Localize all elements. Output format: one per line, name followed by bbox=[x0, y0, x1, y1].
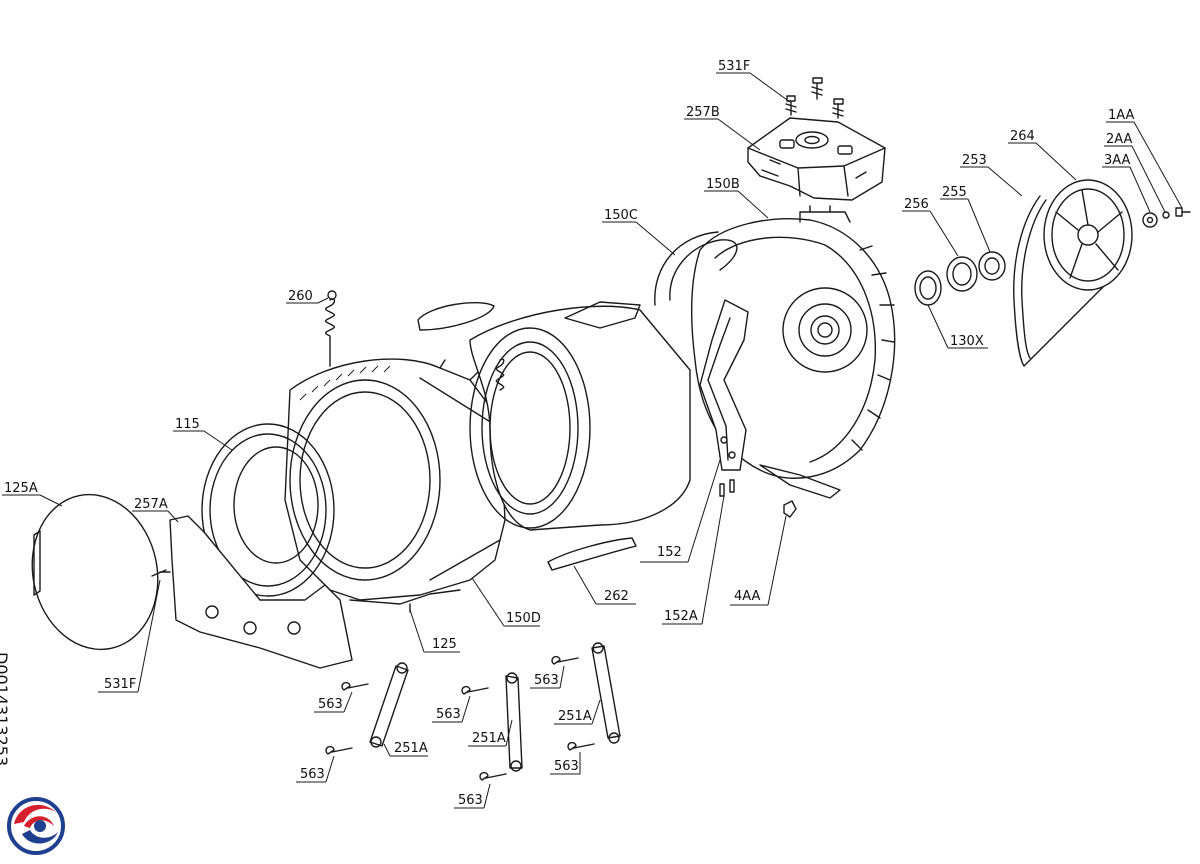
drive-belt-253 bbox=[1013, 195, 1111, 367]
svg-text:130X: 130X bbox=[950, 334, 984, 349]
screws-152A bbox=[719, 479, 735, 497]
screw-531F-top bbox=[785, 77, 844, 119]
svg-text:150D: 150D bbox=[506, 611, 541, 626]
svg-text:563: 563 bbox=[436, 707, 461, 722]
callout-251A-b: 251A bbox=[468, 719, 513, 747]
svg-text:264: 264 bbox=[1010, 129, 1035, 144]
brand-logo bbox=[7, 797, 65, 855]
callout-257A: 257A bbox=[132, 497, 179, 523]
svg-text:1AA: 1AA bbox=[1108, 108, 1135, 123]
callout-1AA: 1AA bbox=[1106, 108, 1183, 209]
svg-text:257A: 257A bbox=[134, 497, 168, 512]
callout-150B: 150B bbox=[704, 177, 769, 219]
svg-text:D0014313253: D0014313253 bbox=[0, 652, 11, 766]
hub-fasteners bbox=[1142, 207, 1191, 228]
callout-563-d: 563 bbox=[454, 783, 491, 809]
callout-260: 260 bbox=[286, 289, 329, 304]
drum bbox=[417, 301, 691, 531]
callout-563-e: 563 bbox=[530, 665, 565, 689]
svg-text:251A: 251A bbox=[472, 731, 506, 746]
svg-text:4AA: 4AA bbox=[734, 589, 761, 604]
spring-260 bbox=[324, 290, 337, 367]
screws-563 bbox=[325, 655, 595, 781]
bearings bbox=[914, 251, 1006, 306]
counterweight-257B bbox=[747, 117, 886, 201]
callout-531F-top: 531F bbox=[716, 59, 791, 103]
callout-563-b: 563 bbox=[296, 755, 335, 783]
callout-115: 115 bbox=[173, 417, 233, 451]
callout-2AA: 2AA bbox=[1104, 132, 1166, 213]
callout-130X: 130X bbox=[927, 304, 988, 349]
svg-text:531F: 531F bbox=[718, 59, 750, 74]
svg-text:251A: 251A bbox=[558, 709, 592, 724]
svg-text:257B: 257B bbox=[686, 105, 720, 120]
callout-563-a: 563 bbox=[314, 691, 353, 713]
callout-251A-a: 251A bbox=[383, 741, 428, 757]
callout-256: 256 bbox=[902, 197, 959, 257]
callout-152: 152 bbox=[640, 459, 721, 563]
svg-text:563: 563 bbox=[300, 767, 325, 782]
svg-text:563: 563 bbox=[318, 697, 343, 712]
callout-563-c: 563 bbox=[432, 695, 471, 723]
callout-531F-bottom: 531F bbox=[98, 579, 161, 693]
callout-262: 262 bbox=[573, 565, 636, 605]
bracket-152 bbox=[699, 299, 749, 471]
svg-text:256: 256 bbox=[904, 197, 929, 212]
callout-264: 264 bbox=[1008, 129, 1077, 181]
clip-4AA bbox=[783, 500, 797, 518]
callout-253: 253 bbox=[960, 153, 1023, 197]
callout-4AA: 4AA bbox=[730, 515, 787, 606]
counterweight-257A bbox=[151, 515, 353, 669]
door-seal-115 bbox=[201, 423, 335, 597]
pulley-264 bbox=[1043, 179, 1133, 291]
svg-text:150B: 150B bbox=[706, 177, 740, 192]
svg-text:531F: 531F bbox=[104, 677, 136, 692]
svg-text:251A: 251A bbox=[394, 741, 428, 756]
svg-text:115: 115 bbox=[175, 417, 200, 432]
document-code: D0014313253 bbox=[0, 652, 11, 766]
svg-text:563: 563 bbox=[554, 759, 579, 774]
callout-257B: 257B bbox=[684, 105, 761, 151]
callout-150C: 150C bbox=[602, 208, 676, 256]
callout-251A-c: 251A bbox=[554, 699, 601, 725]
svg-text:563: 563 bbox=[534, 673, 559, 688]
front-tub-150D bbox=[284, 358, 506, 601]
svg-text:262: 262 bbox=[604, 589, 629, 604]
svg-text:255: 255 bbox=[942, 185, 967, 200]
callout-3AA: 3AA bbox=[1102, 153, 1151, 213]
shock-absorbers-251A bbox=[369, 642, 621, 772]
spring-inner bbox=[495, 358, 505, 391]
callout-125A: 125A bbox=[2, 481, 63, 507]
svg-text:150C: 150C bbox=[604, 208, 638, 223]
svg-text:125: 125 bbox=[432, 637, 457, 652]
window-125A bbox=[31, 493, 159, 651]
svg-text:253: 253 bbox=[962, 153, 987, 168]
callouts: 531F 257B 150B 150C 1AA 2AA bbox=[2, 59, 1183, 809]
svg-text:152A: 152A bbox=[664, 609, 698, 624]
rear-tub-150B bbox=[691, 205, 896, 499]
svg-text:125A: 125A bbox=[4, 481, 38, 496]
svg-text:152: 152 bbox=[657, 545, 682, 560]
part-262 bbox=[547, 537, 637, 571]
gasket-150C bbox=[654, 231, 738, 306]
callout-125: 125 bbox=[409, 609, 460, 653]
svg-text:260: 260 bbox=[288, 289, 313, 304]
callout-563-f: 563 bbox=[550, 752, 581, 775]
svg-text:563: 563 bbox=[458, 793, 483, 808]
svg-text:2AA: 2AA bbox=[1106, 132, 1133, 147]
svg-text:3AA: 3AA bbox=[1104, 153, 1131, 168]
callout-255: 255 bbox=[940, 185, 991, 253]
callout-150D: 150D bbox=[471, 577, 541, 627]
callout-152A: 152A bbox=[662, 495, 725, 625]
